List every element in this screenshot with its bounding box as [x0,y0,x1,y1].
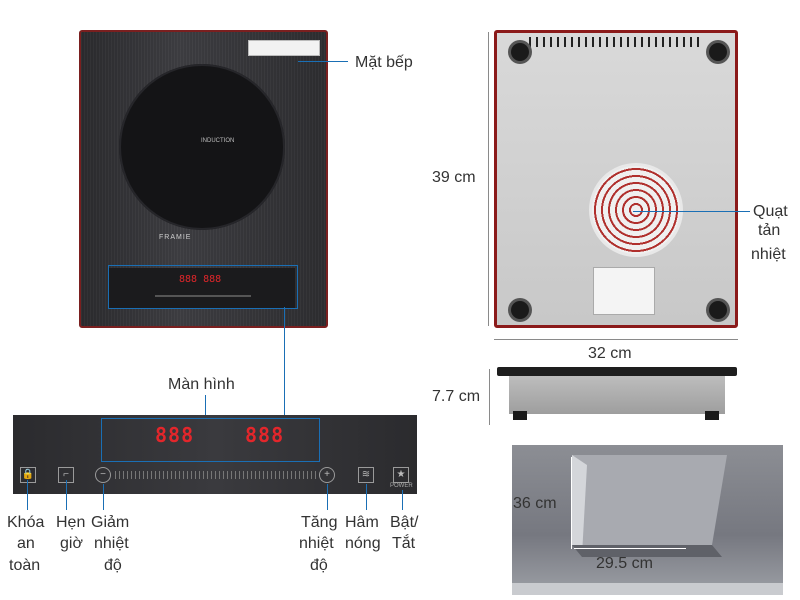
increase-label-3: độ [310,557,328,574]
width-label: 32 cm [588,345,632,362]
power-text: POWER [390,483,413,489]
side-foot [705,411,719,420]
spec-sticker [593,267,655,315]
lock-icon[interactable]: 🔒 [20,467,36,483]
timer-leader [66,480,67,510]
induction-label: INDUCTION [201,138,235,144]
display-label-leader [205,395,206,419]
display-digits-right: 888 [245,423,285,447]
display-small: 888 888 [179,274,222,285]
depth-dimension-line [489,369,490,425]
decrease-label-3: độ [104,557,122,574]
decrease-label-1: Giảm [91,514,130,531]
cooktop-top-view: INDUCTION FRAMIE 888 888 [79,30,328,328]
minus-icon[interactable]: − [95,467,111,483]
body-side [509,376,725,414]
display-leader-vertical [284,307,285,419]
cooktop-bottom-view [494,30,738,328]
power-label-2: Tắt [392,535,416,552]
fan-leader [633,211,750,212]
induction-zone: INDUCTION [119,64,285,230]
increase-label-1: Tăng [301,514,338,531]
power-leader [402,490,403,510]
depth-label: 7.7 cm [432,388,481,405]
fan-label-1: Quạt [753,203,788,220]
control-panel-small: 888 888 [109,268,295,308]
slider-small [155,295,251,297]
foot [511,301,529,319]
cooling-fan [589,163,683,257]
inner-width-line [574,548,686,549]
cooktop-side-view [497,367,737,420]
foot [709,43,727,61]
side-foot [513,411,527,420]
warm-leader [366,484,367,510]
width-dimension-line [494,339,738,340]
glass-top-edge [497,367,737,376]
display-zoom-highlight [101,418,320,462]
inner-height-line [571,457,572,549]
power-label-1: Bật/ [390,514,419,531]
plus-icon[interactable]: + [319,467,335,483]
display-digits-left: 888 [155,423,195,447]
plus-leader [327,484,328,510]
top-surface-label: Mặt bếp [355,54,413,71]
timer-label-1: Hẹn [56,514,86,531]
front-edge [512,583,783,595]
inner-height-label: 36 cm [513,495,557,512]
top-surface-leader [298,61,348,62]
height-label: 39 cm [432,169,476,186]
increase-label-2: nhiệt [299,535,334,552]
brand-logo: FRAMIE [159,234,192,241]
temperature-slider[interactable] [115,471,319,479]
lock-leader [27,480,28,510]
warm-label-1: Hâm [345,514,379,531]
timer-label-2: giờ [60,535,83,552]
power-icon[interactable]: ★ [393,467,409,483]
keep-warm-icon[interactable]: ≋ [358,467,374,483]
control-panel-zoom: 888 888 🔒 ⌐ − + ≋ ★ POWER [13,415,417,494]
warning-sticker [248,40,320,56]
foot [511,43,529,61]
fan-label-2: tản [758,222,781,239]
inner-width-label: 29.5 cm [596,555,653,572]
minus-leader [103,484,104,510]
display-highlight-box [108,265,298,309]
warm-label-2: nóng [345,535,381,552]
lock-label-3: toàn [9,557,41,574]
fan-label-3: nhiệt [751,246,786,263]
height-dimension-line [488,32,489,326]
vents [529,37,699,47]
foot [709,301,727,319]
decrease-label-2: nhiệt [94,535,129,552]
lock-label-1: Khóa [7,514,45,531]
display-label: Màn hình [168,376,235,393]
lock-label-2: an [17,535,35,552]
